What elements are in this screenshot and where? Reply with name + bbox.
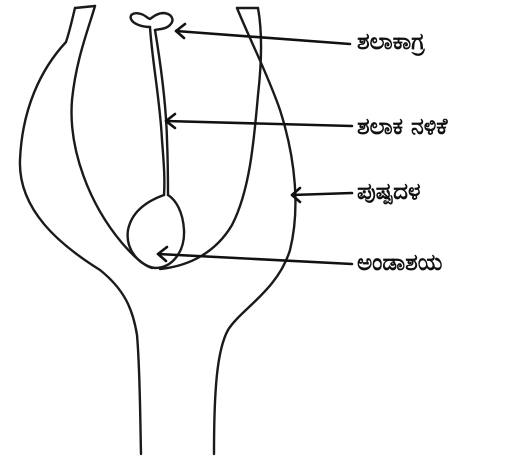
stigma-shape [131,13,173,30]
style-label: ಶಲಾಕ ನಳಿಕೆ [357,116,448,139]
petal-right-outline [214,8,295,454]
style-left-edge [150,27,164,195]
petal-left-outline [20,8,141,454]
petal-left-inner [72,6,152,268]
style-pointer [166,121,352,126]
ovary-shape [128,195,184,268]
style-right-edge [155,30,168,195]
petal-left-tip [75,6,95,8]
stigma-pointer [176,31,350,44]
petal-pointer [292,193,352,195]
stigma-label: ಶಲಾಕಾಗ್ರ [357,31,425,54]
ovary-label: ಅಂಡಾಶಯ [357,252,442,275]
petal-label: ಪುಷ್ಪದಳ [357,181,420,204]
petal-right-inner [160,8,261,269]
